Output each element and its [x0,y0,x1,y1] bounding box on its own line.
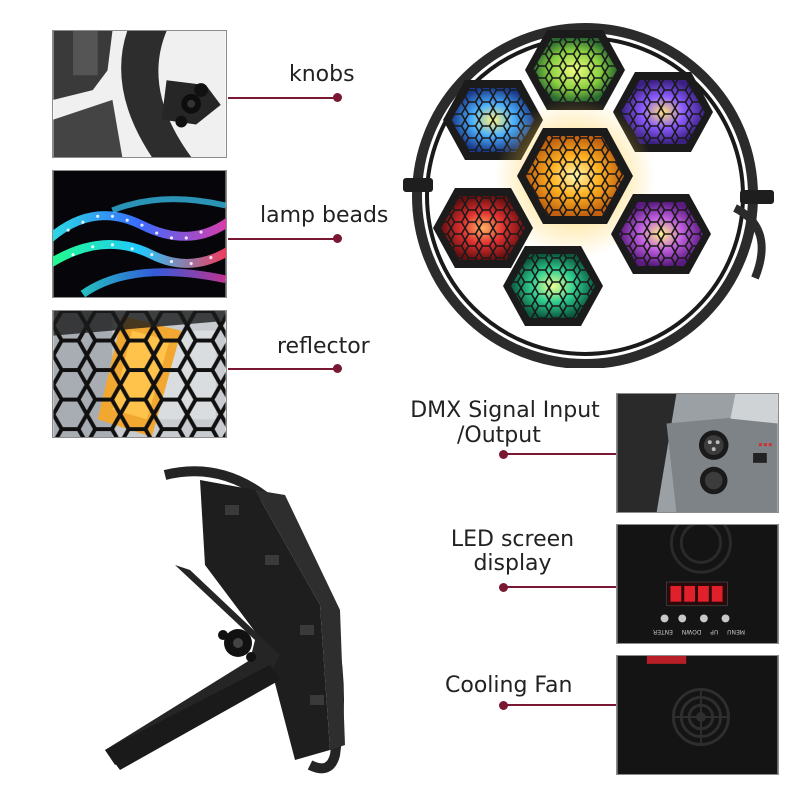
dmx-label-line1: DMX Signal Input [410,398,600,423]
reflector-thumbnail [52,310,227,438]
cooling-fan-connector-line [504,704,616,706]
led-display-photo [617,525,778,643]
led-connector-dot [499,583,508,592]
fixture-front-illustration [403,23,774,369]
fixture-side-illustration [105,466,345,774]
hex-lamp-bottom [503,246,603,326]
cooling-fan-thumbnail [616,655,779,775]
led-label-line1: LED screen [450,527,575,552]
panel-button-label: DOWN [681,628,702,635]
panel-button-label: ENTER [653,628,673,635]
lamp-beads-connector-dot [333,234,342,243]
hex-lamp-top [525,30,625,110]
cooling-fan-photo [617,656,778,774]
knobs-label: knobs [289,62,355,87]
knob-photo [53,31,226,157]
knobs-connector-dot [333,93,342,102]
dmx-thumbnail [616,393,779,513]
reflector-connector-dot [333,364,342,373]
dmx-connector-photo [617,394,778,512]
reflector-connector-line [228,368,336,370]
led-connector-line [504,586,616,588]
led-strip-photo [53,171,226,297]
light-fixture-front-view [395,18,785,369]
knobs-connector-line [228,97,336,99]
cooling-fan-connector-dot [499,701,508,710]
hex-lamp-top-right [613,72,713,152]
reflector-photo [53,311,226,437]
lamp-beads-label: lamp beads [260,203,389,228]
dmx-connector-line [504,453,616,455]
cooling-fan-label: Cooling Fan [445,673,573,698]
lamp-beads-thumbnail [52,170,227,298]
knobs-thumbnail [52,30,227,158]
dmx-label-line2: /Output [457,423,541,448]
hex-lamp-center [495,98,655,258]
led-screen-thumbnail: MENU UP DOWN ENTER [616,524,779,644]
reflector-label: reflector [277,334,370,359]
panel-button-label: MENU [727,628,745,635]
panel-button-label: UP [710,628,719,635]
lamp-beads-connector-line [228,238,336,240]
hex-lamp-bottom-right [611,194,711,274]
panel-button-labels: MENU UP DOWN ENTER [653,628,745,635]
hex-lamp-bottom-left [433,188,533,268]
led-label-line2: display [473,551,552,576]
light-fixture-side-view [105,465,365,780]
dmx-connector-dot [499,450,508,459]
